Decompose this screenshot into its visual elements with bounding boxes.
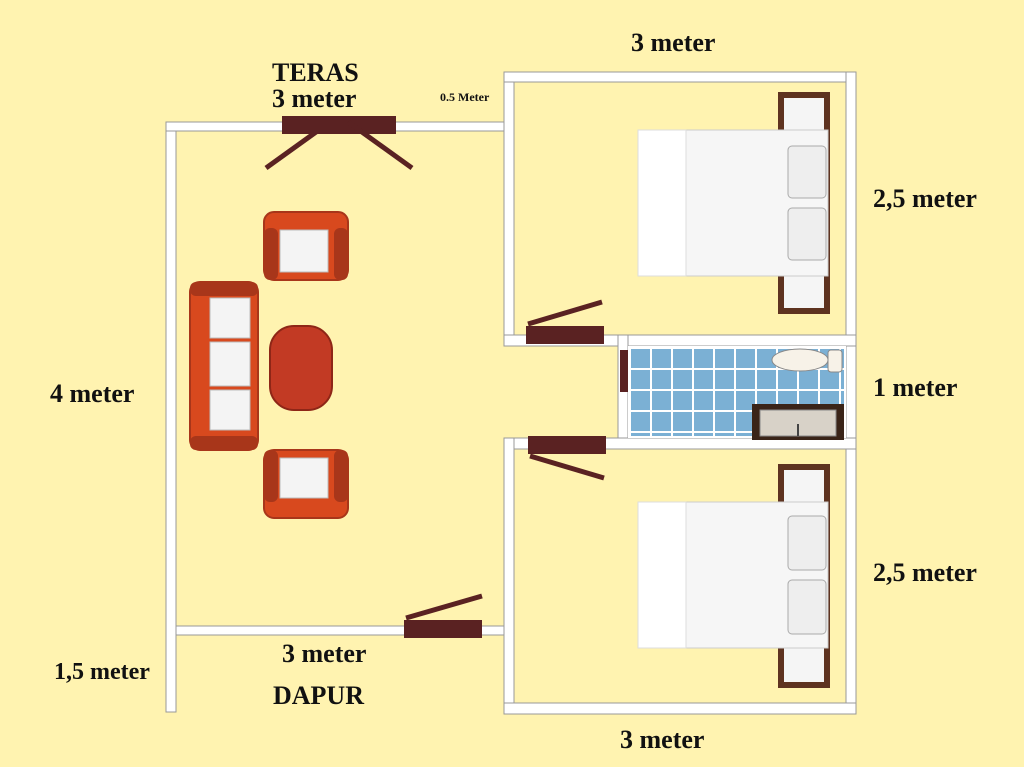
floor-tile (715, 433, 734, 436)
floor-tile (799, 370, 818, 389)
floor-tile (652, 391, 671, 410)
bedroom1-top-wall (503, 71, 857, 83)
bedroom2-left-wall (503, 437, 515, 715)
floor-tile (757, 349, 776, 368)
floor-tile (673, 370, 692, 389)
floor-tile (715, 349, 734, 368)
floor-tile (631, 349, 650, 368)
door-icon (264, 116, 414, 171)
coffee-table-icon (269, 325, 333, 411)
floor-tile (631, 370, 650, 389)
floor-tile (736, 391, 755, 410)
floor-tile (715, 391, 734, 410)
toilet-icon (771, 348, 843, 373)
label-kitchen-width: 3 meter (282, 639, 367, 668)
floor-tile (715, 370, 734, 389)
sofa-icon (189, 281, 259, 451)
floor-tile (652, 370, 671, 389)
floor-tile (652, 412, 671, 431)
floor-tile (631, 391, 650, 410)
floor-tile (694, 391, 713, 410)
sink-icon (752, 404, 844, 440)
floor-tile (694, 412, 713, 431)
label-bathroom-height: 1 meter (873, 373, 958, 402)
floor-tile (673, 349, 692, 368)
bed-icon (637, 92, 830, 314)
floor-tile (757, 370, 776, 389)
floor-tile (652, 433, 671, 436)
label-teras-title: TERAS (272, 58, 359, 87)
armchair-icon (263, 211, 349, 281)
floor-tile (736, 433, 755, 436)
floor-tile (694, 349, 713, 368)
floor-tile (736, 412, 755, 431)
armchair-icon (263, 449, 349, 519)
door-icon (528, 436, 606, 481)
label-bedroom1-height: 2,5 meter (873, 184, 977, 213)
floor-tile (673, 433, 692, 436)
label-teras-width: 3 meter (272, 84, 357, 113)
bed-icon (637, 464, 830, 688)
floor-tile (736, 349, 755, 368)
door-icon (404, 593, 483, 638)
label-kitchen-height: 1,5 meter (54, 659, 150, 685)
label-bottom-right-width: 3 meter (620, 725, 705, 754)
floor-tile (694, 370, 713, 389)
floor-tile (631, 412, 650, 431)
bedroom1-left-wall (503, 71, 515, 347)
floor-tile (694, 433, 713, 436)
label-offset: 0.5 Meter (440, 90, 490, 104)
floor-tile (631, 433, 650, 436)
bottom-wall (503, 702, 857, 715)
label-kitchen-title: DAPUR (273, 681, 364, 710)
floor-tile (778, 370, 797, 389)
label-living-height: 4 meter (50, 379, 135, 408)
floor-tile (652, 349, 671, 368)
floor-tile (673, 412, 692, 431)
label-top-right-width: 3 meter (631, 28, 716, 57)
floor-tile (841, 391, 844, 410)
door-icon (526, 299, 604, 344)
living-left-wall (165, 121, 177, 713)
floor-tile (841, 370, 844, 389)
floor-tile (673, 391, 692, 410)
floor-tile (736, 370, 755, 389)
floor-tile (715, 412, 734, 431)
right-outer-wall (845, 71, 857, 715)
label-bedroom2-height: 2,5 meter (873, 558, 977, 587)
floor-tile (820, 370, 839, 389)
